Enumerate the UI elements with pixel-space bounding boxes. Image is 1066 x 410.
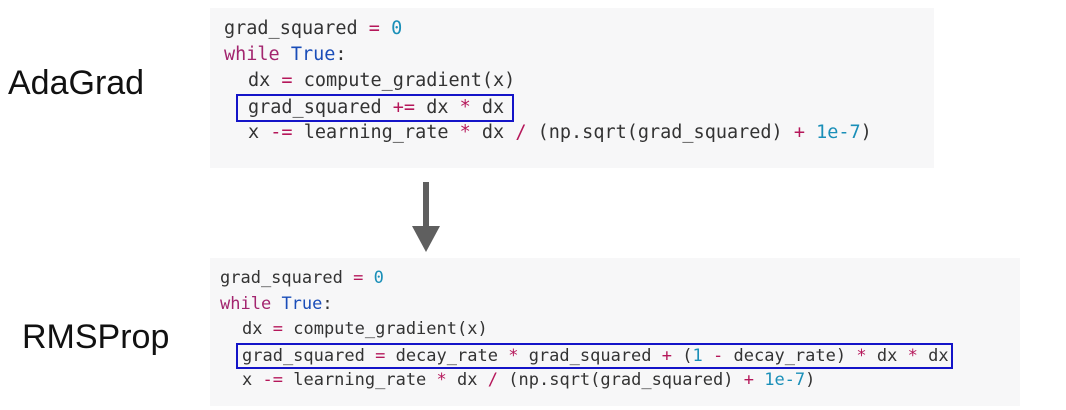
code-token: True bbox=[281, 293, 323, 314]
code-token: ( bbox=[682, 345, 693, 366]
arrow-head bbox=[412, 226, 440, 252]
code-token: dx bbox=[876, 345, 898, 366]
code-token: grad_squared bbox=[528, 345, 652, 366]
adagrad-code-block: grad_squared = 0 while True: dx = comput… bbox=[210, 8, 934, 168]
code-token: learning_rate bbox=[303, 122, 449, 143]
code-token: x bbox=[242, 370, 253, 390]
code-token: 0 bbox=[373, 268, 384, 288]
code-token: (np.sqrt(grad_squared) bbox=[508, 370, 734, 390]
code-token: / bbox=[487, 370, 499, 390]
code-token: - bbox=[713, 345, 724, 366]
code-token: dx bbox=[481, 122, 505, 143]
code-token: decay_rate bbox=[395, 345, 498, 366]
code-token: True bbox=[290, 44, 336, 65]
code-token: + bbox=[743, 370, 754, 390]
code-token: dx bbox=[426, 97, 449, 118]
code-token: -= bbox=[270, 122, 293, 143]
rmsprop-code-block: grad_squared = 0 while True: dx = comput… bbox=[210, 258, 1020, 406]
code-token: 1 bbox=[692, 345, 703, 366]
code-token: dx bbox=[481, 97, 505, 118]
code-token: dx bbox=[457, 370, 478, 390]
code-token: * bbox=[508, 345, 519, 366]
code-token: while bbox=[224, 44, 280, 65]
code-token: = bbox=[368, 18, 380, 39]
code-token: learning_rate bbox=[293, 370, 427, 390]
code-token: 1e-7 bbox=[764, 370, 806, 390]
code-line: x -= learning_rate * dx / (np.sqrt(grad_… bbox=[224, 120, 934, 146]
code-token: compute_gradient(x) bbox=[303, 70, 516, 91]
code-token: + bbox=[793, 122, 805, 143]
code-token: dx bbox=[248, 70, 271, 91]
code-line: while True: bbox=[224, 42, 934, 68]
code-token: + bbox=[661, 345, 673, 366]
code-line: dx = compute_gradient(x) bbox=[224, 68, 934, 94]
code-token: grad_squared bbox=[220, 268, 343, 288]
arrow-shaft bbox=[423, 182, 429, 228]
code-token: decay_rate) bbox=[733, 345, 847, 366]
highlight-box: grad_squared += dx * dx bbox=[236, 94, 515, 122]
code-token: / bbox=[515, 122, 527, 143]
code-line: x -= learning_rate * dx / (np.sqrt(grad_… bbox=[220, 368, 1020, 394]
rmsprop-label: RMSProp bbox=[22, 318, 170, 356]
code-token: dx bbox=[928, 345, 949, 366]
code-line: grad_squared += dx * dx bbox=[224, 94, 934, 122]
code-line: grad_squared = decay_rate * grad_squared… bbox=[220, 342, 1020, 369]
code-token: = bbox=[353, 268, 364, 288]
code-token: : bbox=[322, 293, 333, 314]
code-token: * bbox=[856, 345, 867, 366]
code-token: while bbox=[220, 293, 272, 314]
code-token: ) bbox=[860, 122, 872, 143]
code-token: grad_squared bbox=[242, 345, 365, 366]
code-token: grad_squared bbox=[224, 18, 358, 39]
code-token: * bbox=[459, 122, 471, 143]
code-token: 0 bbox=[391, 18, 403, 39]
code-token: 1e-7 bbox=[816, 122, 861, 143]
highlight-box: grad_squared = decay_rate * grad_squared… bbox=[236, 342, 953, 369]
code-token: = bbox=[272, 319, 283, 339]
code-token: grad_squared bbox=[248, 97, 382, 118]
code-token: x bbox=[248, 122, 260, 143]
code-line: grad_squared = 0 bbox=[224, 16, 934, 42]
code-token: compute_gradient(x) bbox=[293, 319, 488, 339]
code-line: dx = compute_gradient(x) bbox=[220, 317, 1020, 343]
code-token: = bbox=[281, 70, 293, 91]
code-token: -= bbox=[262, 370, 283, 390]
code-token: ) bbox=[805, 370, 816, 390]
code-line: while True: bbox=[220, 292, 1020, 318]
code-token: : bbox=[335, 44, 347, 65]
code-line: grad_squared = 0 bbox=[220, 266, 1020, 292]
down-arrow-icon bbox=[412, 182, 440, 252]
code-token: (np.sqrt(grad_squared) bbox=[537, 122, 783, 143]
code-token: = bbox=[375, 345, 386, 366]
code-token: * bbox=[907, 345, 918, 366]
code-token: += bbox=[392, 97, 416, 118]
code-token: dx bbox=[242, 319, 263, 339]
code-token: * bbox=[459, 97, 471, 118]
adagrad-label: AdaGrad bbox=[8, 64, 145, 102]
code-token: * bbox=[436, 370, 447, 390]
